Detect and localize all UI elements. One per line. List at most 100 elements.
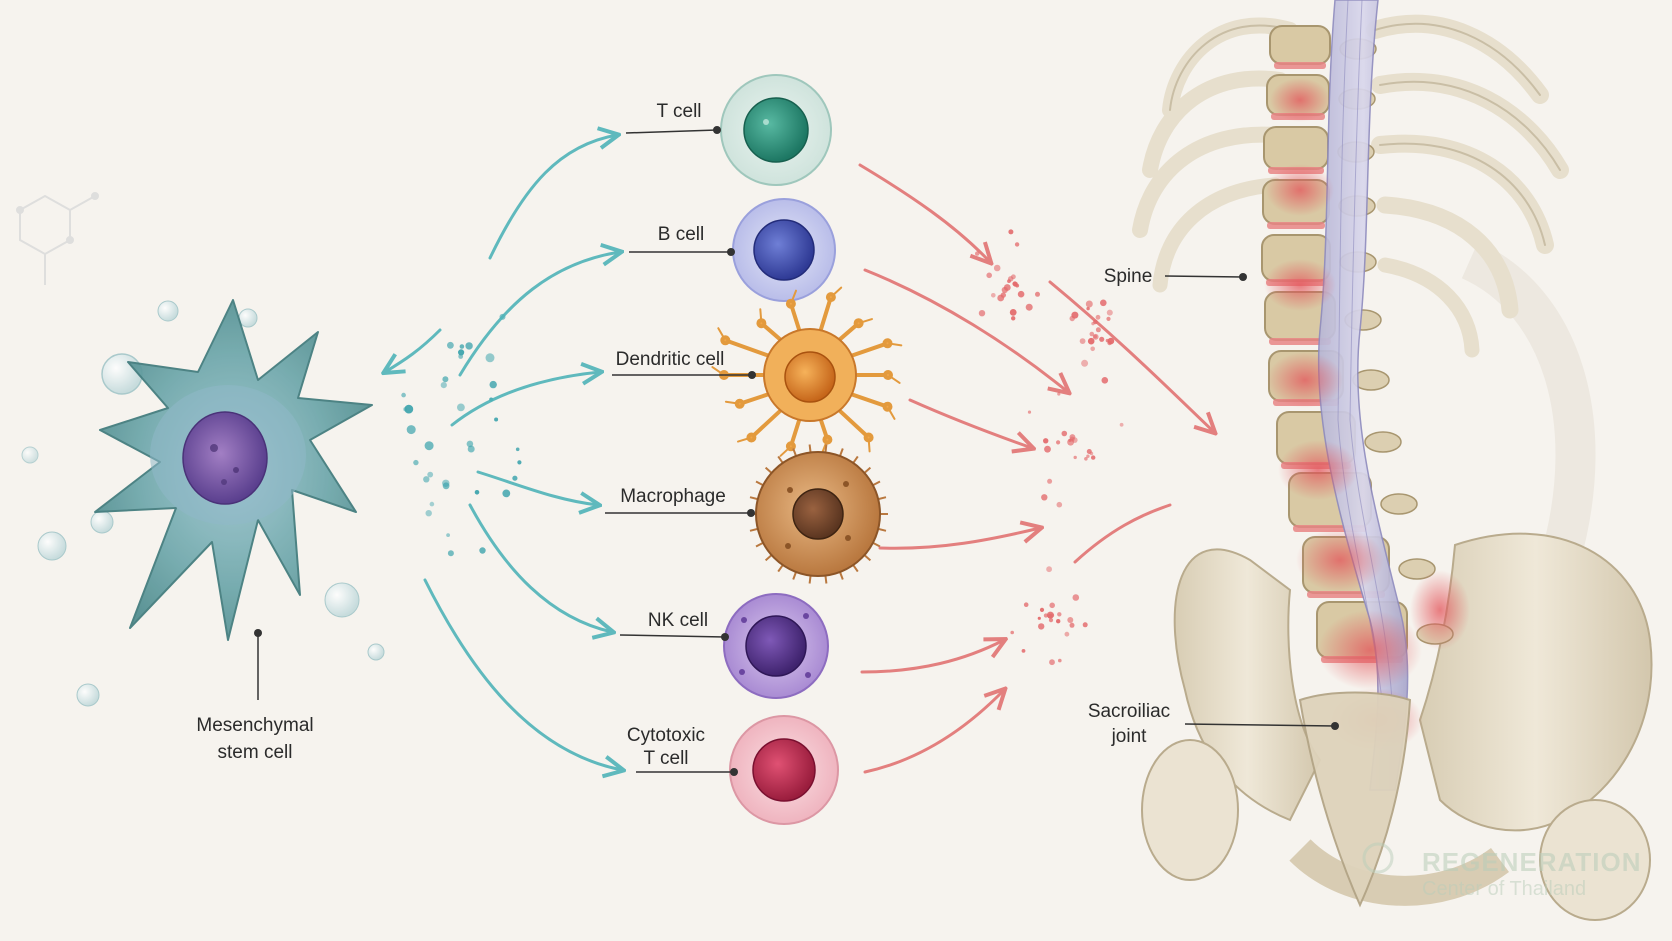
- particle: [1037, 616, 1041, 620]
- red-arrow-8: [1073, 503, 1172, 564]
- particle: [485, 353, 495, 363]
- arrow-to-cytotoxic-t-cell: [423, 578, 622, 770]
- particle: [1021, 649, 1026, 653]
- particle: [512, 475, 518, 481]
- intervertebral-disc: [1274, 62, 1326, 69]
- red-arrow-4: [908, 398, 1032, 448]
- particle: [1081, 359, 1089, 367]
- particle: [1106, 309, 1113, 316]
- cytotoxic-t-cell-label-line1: Cytotoxic: [627, 725, 705, 746]
- particle: [1043, 438, 1049, 444]
- pelvis: [1141, 532, 1653, 921]
- particle: [1000, 292, 1006, 298]
- dendritic-cell: [711, 286, 903, 457]
- particle: [1106, 316, 1111, 321]
- particle: [991, 293, 996, 298]
- particle: [1056, 501, 1063, 508]
- b-cell-label: B cell: [658, 224, 704, 245]
- dendrite-tip: [863, 432, 874, 443]
- particle: [1041, 494, 1048, 501]
- particle: [1056, 619, 1061, 624]
- spine-leader-dot: [1239, 273, 1247, 281]
- dendritic-cell-label: Dendritic cell: [616, 349, 725, 370]
- particle: [1027, 410, 1032, 414]
- particle: [1010, 630, 1014, 635]
- b-cell: [732, 198, 836, 302]
- particle: [1069, 434, 1076, 440]
- spinous-process: [1380, 493, 1418, 515]
- particle: [1119, 422, 1124, 427]
- nk-cell-label: NK cell: [648, 610, 708, 631]
- particle: [457, 403, 465, 412]
- molecule-decoration: [16, 192, 99, 285]
- dendrite-tip: [734, 398, 745, 409]
- teal-arrows: [385, 135, 622, 770]
- red-arrows: [858, 163, 1214, 774]
- particle: [502, 489, 511, 498]
- particle: [467, 445, 475, 453]
- particle: [1008, 276, 1014, 282]
- particle: [425, 510, 432, 517]
- particle: [1072, 594, 1080, 601]
- sacroiliac-joint-label-line2: joint: [1111, 726, 1148, 747]
- dendrite-tip: [883, 370, 893, 380]
- particle: [1068, 438, 1072, 442]
- dendrite-tip: [882, 338, 893, 349]
- particle: [1043, 613, 1048, 618]
- particle: [1039, 607, 1045, 613]
- nk-cell-leader-line: [619, 634, 726, 638]
- particle: [986, 272, 992, 279]
- particle: [978, 310, 986, 317]
- particle: [1073, 455, 1077, 460]
- watermark-logo: REGENERATION Center of Thailand: [1362, 842, 1641, 900]
- red-arrow-3: [1048, 280, 1214, 432]
- dendrite: [723, 338, 776, 360]
- particle: [1095, 314, 1101, 320]
- dendritic-cell-leader-dot: [748, 371, 756, 379]
- particle: [489, 380, 497, 389]
- particle: [1089, 331, 1095, 337]
- particle: [458, 349, 465, 356]
- t-cell: [720, 74, 832, 186]
- particle: [1087, 337, 1095, 345]
- particle: [459, 344, 465, 349]
- particle: [1090, 346, 1095, 352]
- intervertebral-disc: [1269, 338, 1331, 345]
- particle: [447, 341, 454, 349]
- dendrite-tip: [785, 441, 796, 452]
- cord-fibers: [1337, 0, 1393, 701]
- dendrite: [844, 390, 890, 409]
- particle: [1008, 229, 1014, 235]
- spine-leader-line: [1164, 275, 1244, 278]
- particle: [993, 264, 1001, 272]
- particle: [1044, 445, 1051, 453]
- particle: [1085, 300, 1093, 308]
- particle: [1067, 617, 1074, 623]
- particle: [413, 459, 419, 466]
- nk-cell-leader-dot: [721, 633, 729, 641]
- particle: [1056, 440, 1061, 445]
- particle: [1093, 334, 1098, 339]
- red-arrow-1: [858, 163, 990, 262]
- dendrite: [749, 404, 788, 440]
- particle: [1014, 242, 1020, 247]
- ribs: [1132, 14, 1569, 358]
- spinous-process: [1364, 431, 1402, 453]
- particle: [1091, 321, 1095, 326]
- dendrite-tip: [785, 298, 796, 309]
- particle: [1038, 623, 1045, 630]
- particle: [1064, 631, 1070, 637]
- particle: [474, 490, 480, 495]
- sacroiliac-joint-leader-line: [1184, 723, 1336, 727]
- t-cell-leader-dot: [713, 126, 721, 134]
- particle: [1025, 303, 1033, 311]
- particle: [1011, 316, 1016, 321]
- cytotoxic-t-cell-label-line2: T cell: [643, 748, 688, 769]
- sacroiliac-joint-label-line1: Sacroiliac: [1088, 701, 1170, 722]
- dendrite-tip: [822, 434, 833, 445]
- vertebra: [1269, 25, 1331, 65]
- particle: [1091, 455, 1096, 460]
- particle: [1057, 612, 1062, 617]
- particle: [447, 550, 454, 557]
